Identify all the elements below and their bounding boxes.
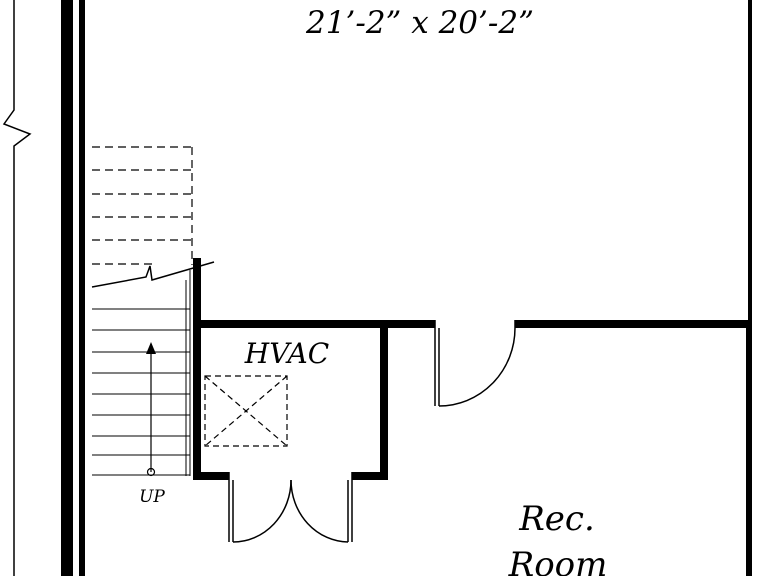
hvac-right-wall: [380, 320, 388, 480]
top-room-dimensions: 21’-2” x 20’-2”: [305, 5, 534, 41]
stair-side-wall: [193, 258, 201, 480]
stair-up-arrowhead: [146, 342, 156, 354]
partition-wall-left-of-door: [388, 320, 435, 328]
hvac-label: HVAC: [244, 337, 329, 370]
rec-room-door: [434, 320, 516, 407]
exterior-wall-left-outer: [61, 0, 73, 576]
hvac-door-jambs: [228, 472, 353, 542]
rec-room-label-line1: Rec.: [518, 499, 595, 539]
hvac-double-door: [232, 479, 349, 543]
partition-wall-hvac-top: [193, 320, 388, 328]
rec-room-label-line2: Room: [508, 545, 608, 576]
hvac-bottom-wall-right: [352, 472, 388, 480]
stairs-up-label: UP: [139, 487, 165, 507]
stairs-dashed-upper: [92, 146, 193, 265]
hvac-unit-symbol: [204, 375, 288, 447]
hvac-bottom-wall-left: [193, 472, 229, 480]
wall-break-line: [2, 0, 32, 576]
partition-wall-right-of-door: [515, 320, 752, 328]
stair-break-line: [91, 261, 215, 288]
exterior-wall-left-inner: [79, 0, 85, 576]
wall-right-lower: [746, 320, 752, 576]
wall-right-upper: [748, 0, 752, 326]
stair-treads: [92, 270, 191, 476]
stair-up-arrow: [146, 346, 156, 477]
